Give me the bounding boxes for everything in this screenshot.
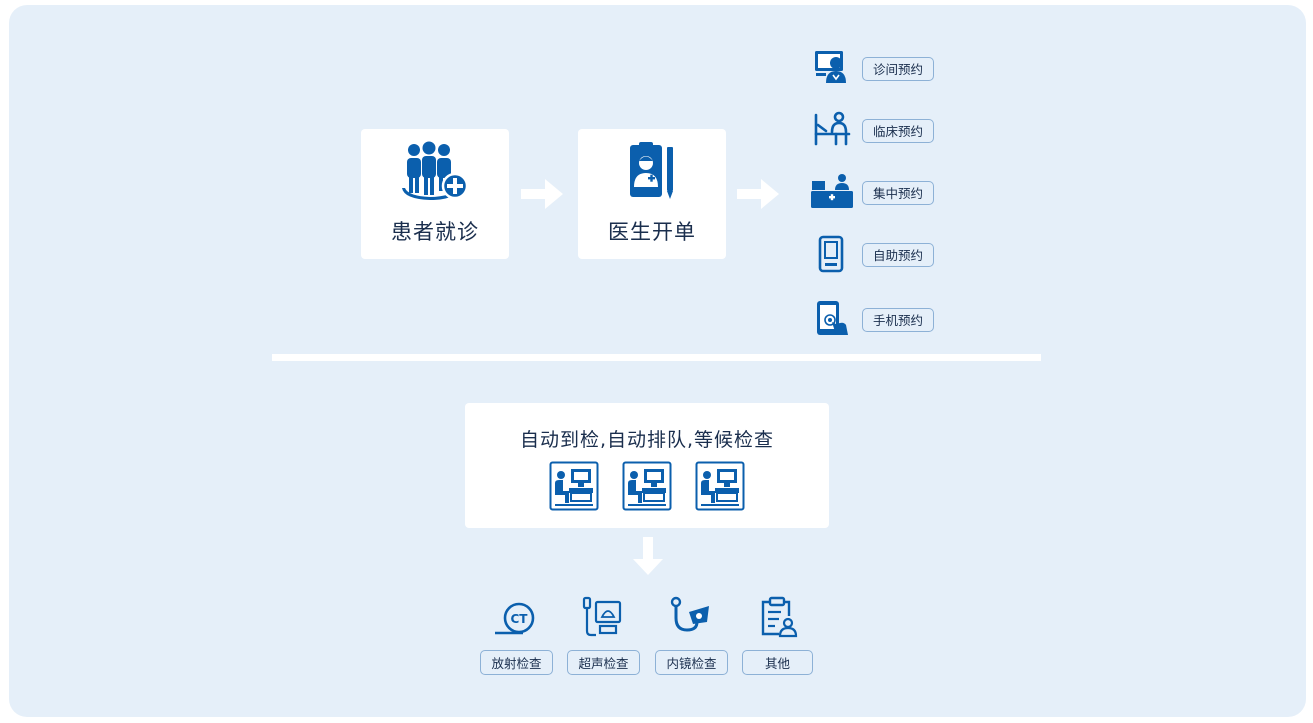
doctor-clipboard-icon <box>630 142 673 199</box>
exam-type-label: 超声检查 <box>567 650 640 675</box>
mobile-phone-icon <box>817 301 848 335</box>
endoscope-icon <box>670 596 709 632</box>
arrow-down-icon <box>633 537 663 575</box>
booking-option-label: 自助预约 <box>862 243 934 267</box>
patients-group-icon <box>402 141 469 200</box>
doctor-desk-icon <box>815 51 846 83</box>
arrow-right-icon <box>521 179 563 209</box>
exam-type-label: 其他 <box>742 650 813 675</box>
exam-type-label: 放射检查 <box>480 650 553 675</box>
kiosk-icon <box>818 235 844 273</box>
exam-type-label: 内镜检查 <box>655 650 728 675</box>
patient-visit-label: 患者就诊 <box>391 220 479 244</box>
ultrasound-icon <box>582 596 622 637</box>
doctor-order-card: 医生开单 <box>578 129 726 259</box>
arrow-right-icon <box>737 179 779 209</box>
section-divider <box>272 354 1041 361</box>
booking-option-label: 手机预约 <box>862 308 934 332</box>
clipboard-user-icon <box>761 596 798 638</box>
booking-option-label: 集中预约 <box>862 181 934 205</box>
ct-scanner-icon: CT <box>495 602 535 635</box>
auto-queue-title: 自动到检,自动排队,等候检查 <box>519 429 775 451</box>
exam-station-icon <box>549 461 599 511</box>
exam-station-icon <box>695 461 745 511</box>
reception-desk-icon <box>811 174 853 208</box>
auto-queue-card: 自动到检,自动排队,等候检查 <box>465 403 829 528</box>
doctor-order-label: 医生开单 <box>608 220 696 244</box>
booking-option-label: 临床预约 <box>862 119 934 143</box>
svg-text:CT: CT <box>511 612 529 626</box>
diagram-panel: 患者就诊 医生开单 诊间预约 <box>9 5 1306 717</box>
patient-visit-card: 患者就诊 <box>361 129 509 259</box>
hospital-bed-icon <box>814 111 851 146</box>
exam-station-icon <box>622 461 672 511</box>
booking-option-label: 诊间预约 <box>862 57 934 81</box>
